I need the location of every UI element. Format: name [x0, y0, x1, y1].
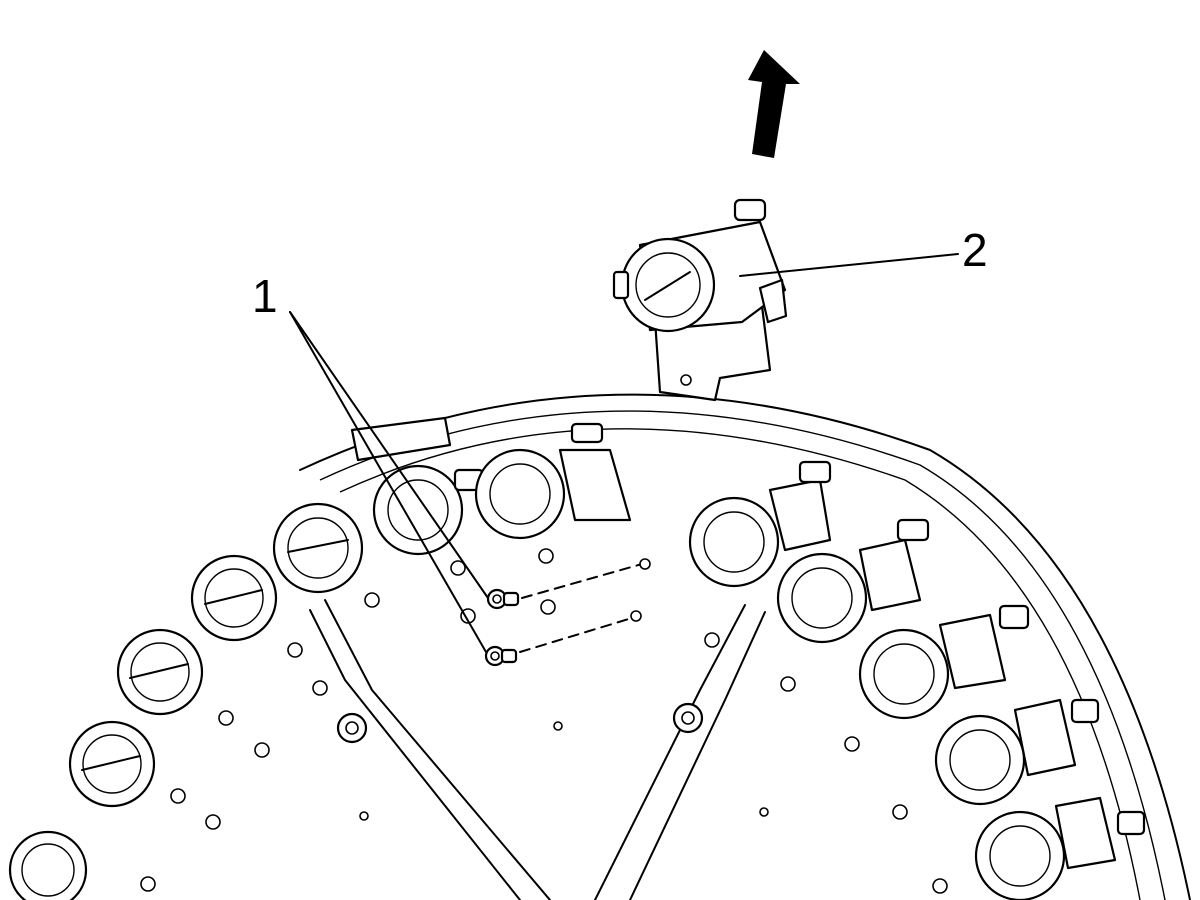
- arrow-up-icon: [748, 50, 800, 158]
- screws: [484, 558, 651, 667]
- leader-lines: [289, 253, 959, 653]
- tool-pockets: [8, 422, 1146, 900]
- tool-pocket: [68, 720, 156, 808]
- tool-pocket: [776, 518, 930, 644]
- callout-1-label: 1: [252, 270, 278, 322]
- tool-pocket: [974, 796, 1146, 900]
- tool-pocket: [190, 554, 278, 642]
- screw-lower: [484, 610, 642, 667]
- tool-pocket: [116, 628, 204, 716]
- tool-pocket: [934, 698, 1100, 806]
- tool-pocket: [474, 422, 632, 540]
- carousel-arms: [309, 599, 766, 900]
- tool-pocket: [688, 460, 832, 588]
- carousel-rings: [299, 393, 1191, 900]
- callout-2-label: 2: [962, 224, 988, 276]
- tool-pocket: [272, 502, 364, 594]
- tool-pocket: [372, 464, 485, 556]
- tool-pocket: [8, 830, 88, 900]
- tool-pocket: [858, 604, 1030, 720]
- screw-upper: [486, 558, 651, 610]
- plate-bolt-holes: [140, 548, 948, 894]
- removed-tool-pocket: [612, 198, 788, 402]
